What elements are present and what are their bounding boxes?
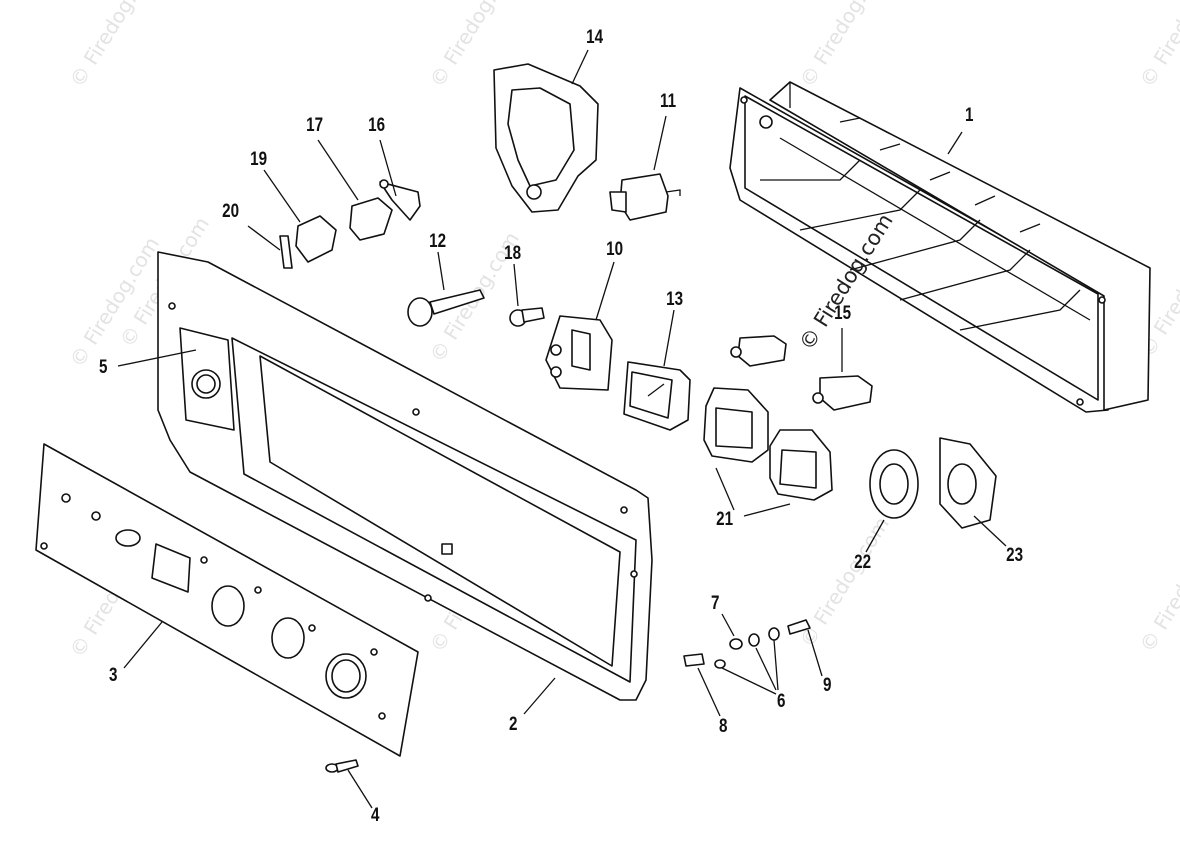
callout-5: 5 <box>99 357 108 378</box>
part-16-bracket <box>379 179 421 221</box>
callout-16: 16 <box>368 115 386 136</box>
callout-1: 1 <box>965 105 974 126</box>
callout-8: 8 <box>719 716 728 737</box>
part-10-breaker <box>545 315 613 391</box>
part-2-front-panel <box>157 251 653 701</box>
part-19-knob <box>295 215 337 263</box>
part-4-screw <box>325 759 359 773</box>
part-22-receptacle <box>869 449 919 519</box>
callout-14: 14 <box>586 27 604 48</box>
callout-6: 6 <box>777 691 786 712</box>
callout-19: 19 <box>250 149 268 170</box>
callout-15: 15 <box>834 303 852 324</box>
callout-2: 2 <box>509 714 518 735</box>
callout-12: 12 <box>429 231 447 252</box>
callout-18: 18 <box>504 243 522 264</box>
callout-10: 10 <box>606 239 624 260</box>
callout-20: 20 <box>222 201 240 222</box>
part-21-outlets <box>703 387 833 501</box>
callout-23: 23 <box>1006 545 1024 566</box>
part-3-face-plate <box>35 443 419 757</box>
part-23-receptacle <box>939 437 997 529</box>
callout-11: 11 <box>660 91 677 112</box>
part-20-clip <box>279 235 293 269</box>
callout-22: 22 <box>854 552 872 573</box>
leader-lines <box>117 49 1007 809</box>
part-14-cover <box>493 63 599 213</box>
hardware-washers-screws <box>683 619 811 669</box>
part-18-lamp <box>509 307 545 327</box>
callout-9: 9 <box>823 675 832 696</box>
part-12-push-button <box>407 289 485 327</box>
part-11-relay <box>609 173 681 221</box>
callout-21: 21 <box>716 509 734 530</box>
part-1-housing <box>729 81 1151 413</box>
part-13-meter <box>623 361 691 431</box>
callout-17: 17 <box>306 115 324 136</box>
callout-3: 3 <box>109 665 118 686</box>
part-17-switch <box>349 197 393 241</box>
callout-7: 7 <box>711 593 720 614</box>
callout-13: 13 <box>666 289 684 310</box>
part-15-breakers <box>730 335 873 411</box>
callout-4: 4 <box>371 805 380 826</box>
